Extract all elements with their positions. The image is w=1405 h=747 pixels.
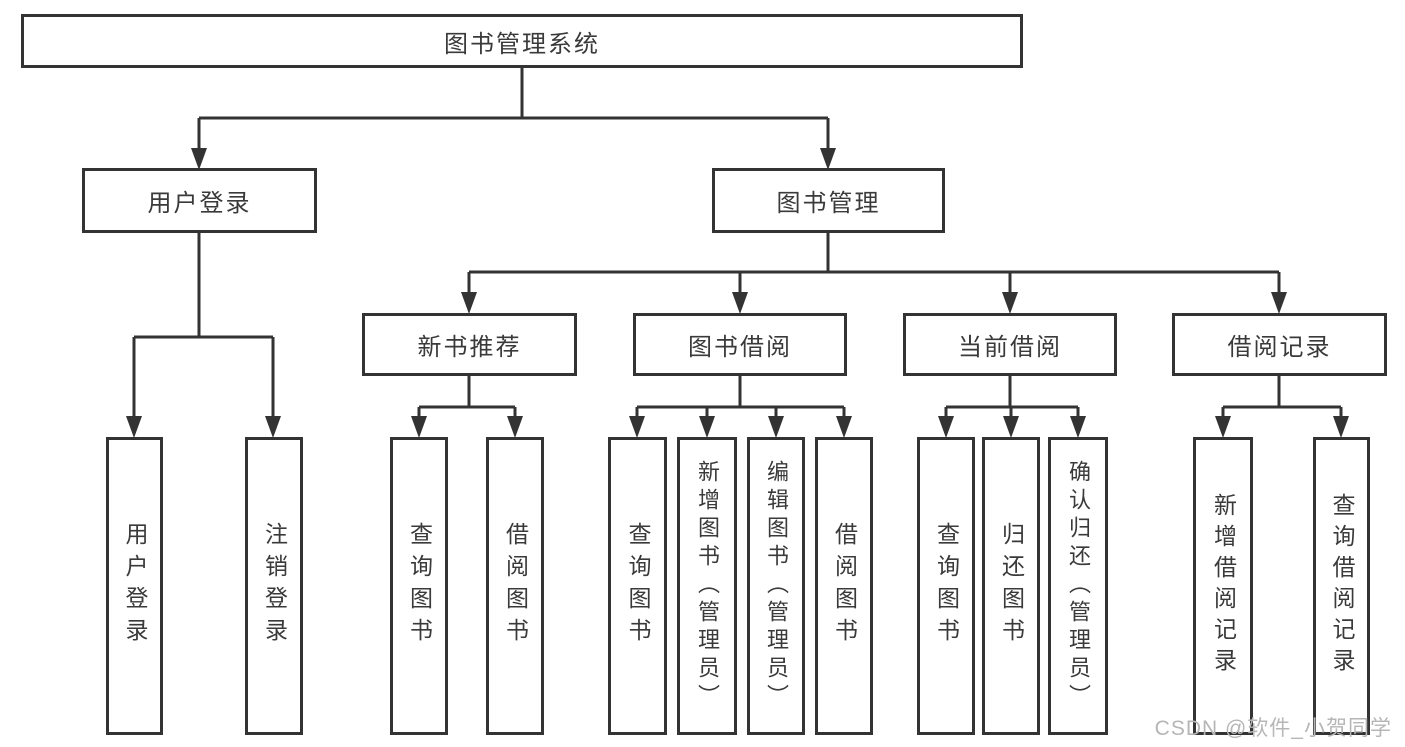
node-user-login: 用户登录 (82, 168, 317, 233)
node-book-management: 图书管理 (712, 168, 945, 233)
leaf-records-add-record: 新增借阅记录 (1193, 437, 1253, 735)
node-book-borrow: 图书借阅 (633, 313, 847, 376)
leaf-borrow-borrow-books: 借阅图书 (815, 437, 873, 735)
leaf-current-return-books: 归还图书 (982, 437, 1040, 735)
leaf-borrow-edit-books-admin: 编辑图书（管理员） (747, 437, 805, 735)
leaf-logout: 注销登录 (245, 437, 303, 735)
leaf-newbook-query-books: 查询图书 (390, 437, 448, 735)
leaf-current-confirm-return-admin: 确认归还（管理员） (1048, 437, 1108, 735)
watermark: CSDN @软件_小贺同学 (1154, 717, 1392, 740)
node-borrow-records: 借阅记录 (1172, 313, 1387, 376)
leaf-newbook-borrow-books: 借阅图书 (486, 437, 544, 735)
leaf-records-query-record: 查询借阅记录 (1313, 437, 1370, 735)
node-current-borrow: 当前借阅 (903, 313, 1117, 376)
arrowheads (126, 148, 1349, 438)
leaf-user-login: 用户登录 (106, 437, 163, 735)
leaf-borrow-add-books-admin: 新增图书（管理员） (677, 437, 737, 735)
leaf-borrow-query-books: 查询图书 (608, 437, 667, 735)
node-new-book-recommend: 新书推荐 (362, 313, 577, 376)
leaf-current-query-books: 查询图书 (917, 437, 975, 735)
node-root: 图书管理系统 (21, 14, 1023, 68)
